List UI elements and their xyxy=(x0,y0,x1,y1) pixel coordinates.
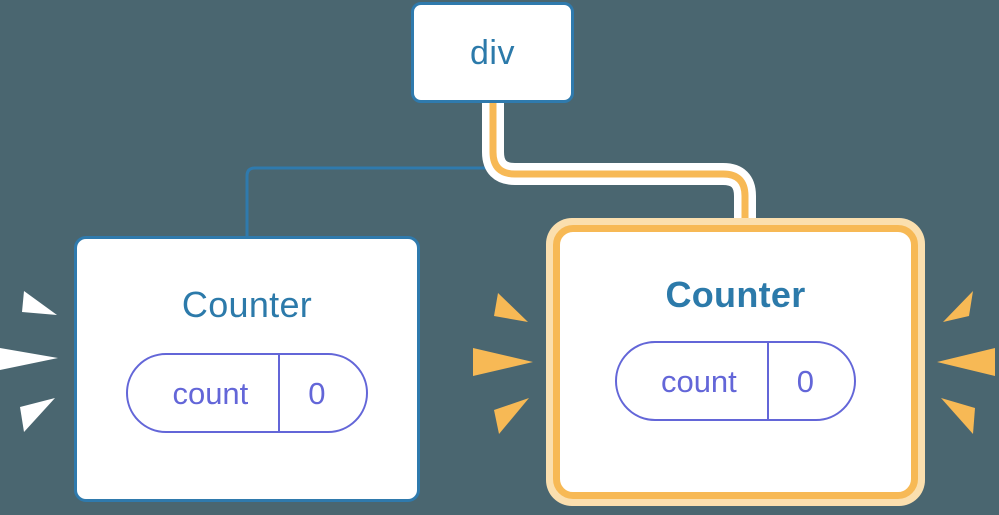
pill-divider xyxy=(278,355,281,431)
spark-burst-counter-right-left-side xyxy=(465,280,535,440)
spark-ray-icon xyxy=(473,348,533,376)
node-counter-right-glow: Counter count 0 xyxy=(546,218,925,506)
node-counter-right-label: Counter xyxy=(665,274,806,315)
spark-ray-icon xyxy=(0,348,58,370)
node-counter-left[interactable]: Counter count 0 xyxy=(74,236,420,502)
spark-burst-counter-left xyxy=(0,280,60,440)
spark-ray-icon xyxy=(941,398,975,434)
state-value-label: 0 xyxy=(796,363,815,399)
state-name-label: count xyxy=(660,363,737,399)
spark-ray-icon xyxy=(494,293,528,322)
pill-divider xyxy=(766,343,769,419)
spark-ray-icon xyxy=(20,398,55,432)
spark-ray-icon xyxy=(22,291,57,315)
state-value-label: 0 xyxy=(308,375,326,411)
node-counter-right[interactable]: Counter count 0 xyxy=(553,225,918,499)
node-div[interactable]: div xyxy=(411,2,574,103)
spark-ray-icon xyxy=(943,291,973,322)
edge-div-to-counter-left xyxy=(245,101,495,240)
state-pill-count-left[interactable]: count 0 xyxy=(126,353,368,433)
node-div-label: div xyxy=(470,33,515,72)
state-name-label: count xyxy=(172,375,249,411)
state-pill-count-right[interactable]: count 0 xyxy=(614,341,857,421)
spark-ray-icon xyxy=(937,348,995,376)
node-counter-left-label: Counter xyxy=(181,284,313,325)
spark-burst-counter-right-right-side xyxy=(935,280,999,440)
spark-ray-icon xyxy=(494,398,529,434)
